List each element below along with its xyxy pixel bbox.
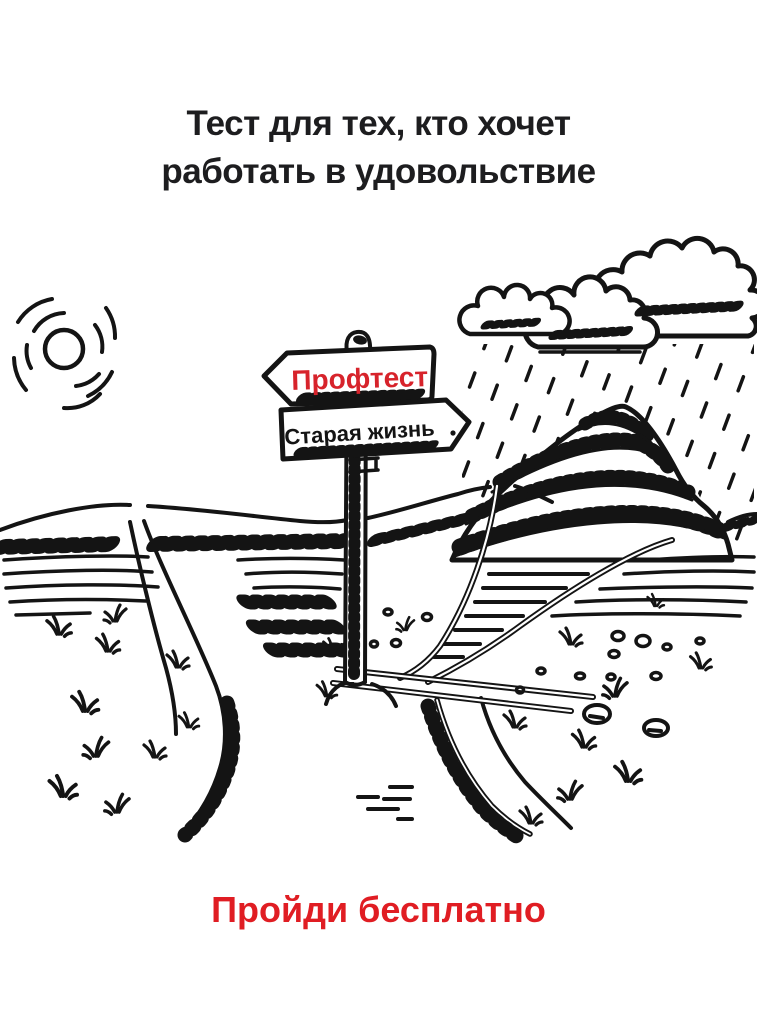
title-line-1: Тест для тех, кто хочет xyxy=(186,104,572,143)
page-title: Тест для тех, кто хочет работать в удово… xyxy=(0,100,757,196)
cta-text[interactable]: Пройди бесплатно xyxy=(211,889,546,930)
horizon-hills xyxy=(0,484,757,555)
sign-proftest: Профтест xyxy=(261,344,437,407)
rain-cloud-icon xyxy=(457,235,757,354)
title-line-2: работать в удовольствие xyxy=(161,152,596,191)
sun-icon xyxy=(12,297,118,411)
left-path xyxy=(128,519,241,843)
mountain xyxy=(449,403,735,563)
field-furrows xyxy=(2,554,756,821)
stones xyxy=(368,607,706,738)
grass xyxy=(45,592,713,827)
sign-proftest-label: Профтест xyxy=(291,361,428,396)
signpost: Профтест Старая жизнь xyxy=(261,329,472,687)
crossroads-illustration: Профтест Старая жизнь xyxy=(0,235,757,845)
sign-old-life: Старая жизнь xyxy=(278,397,472,474)
center-path xyxy=(324,483,675,845)
